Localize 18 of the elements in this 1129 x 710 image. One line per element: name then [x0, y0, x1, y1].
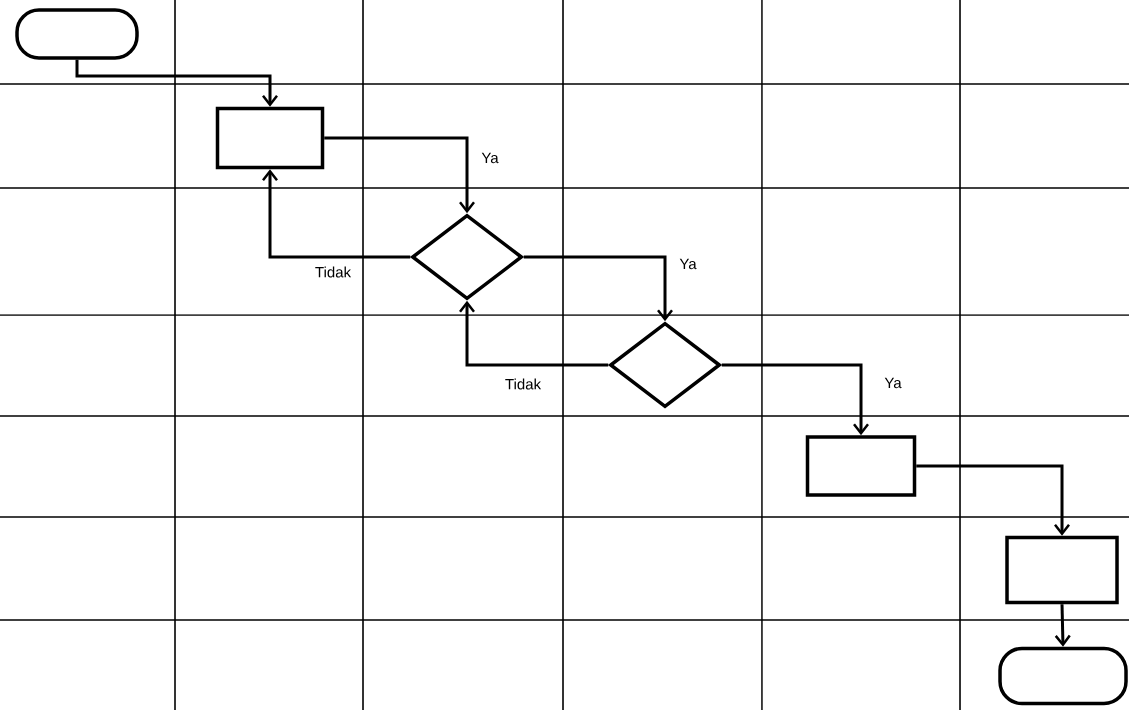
arrow	[916, 464, 1070, 536]
arrow	[75, 59, 278, 107]
edge-label: Tidak	[503, 377, 543, 391]
arrow	[1054, 604, 1071, 647]
arrow	[459, 300, 609, 367]
terminator-shape	[998, 646, 1128, 706]
arrow	[262, 169, 411, 259]
process-box	[1005, 535, 1119, 605]
arrow	[324, 136, 475, 214]
edge-label: Ya	[678, 257, 698, 271]
edge-label: Tidak	[313, 265, 353, 279]
terminator-shape	[15, 8, 139, 60]
edge-label: Ya	[480, 151, 500, 165]
edge-label: Ya	[883, 376, 903, 390]
process-box	[215, 106, 325, 170]
arrow	[721, 363, 869, 436]
arrow	[523, 255, 673, 322]
process-box	[805, 435, 917, 497]
